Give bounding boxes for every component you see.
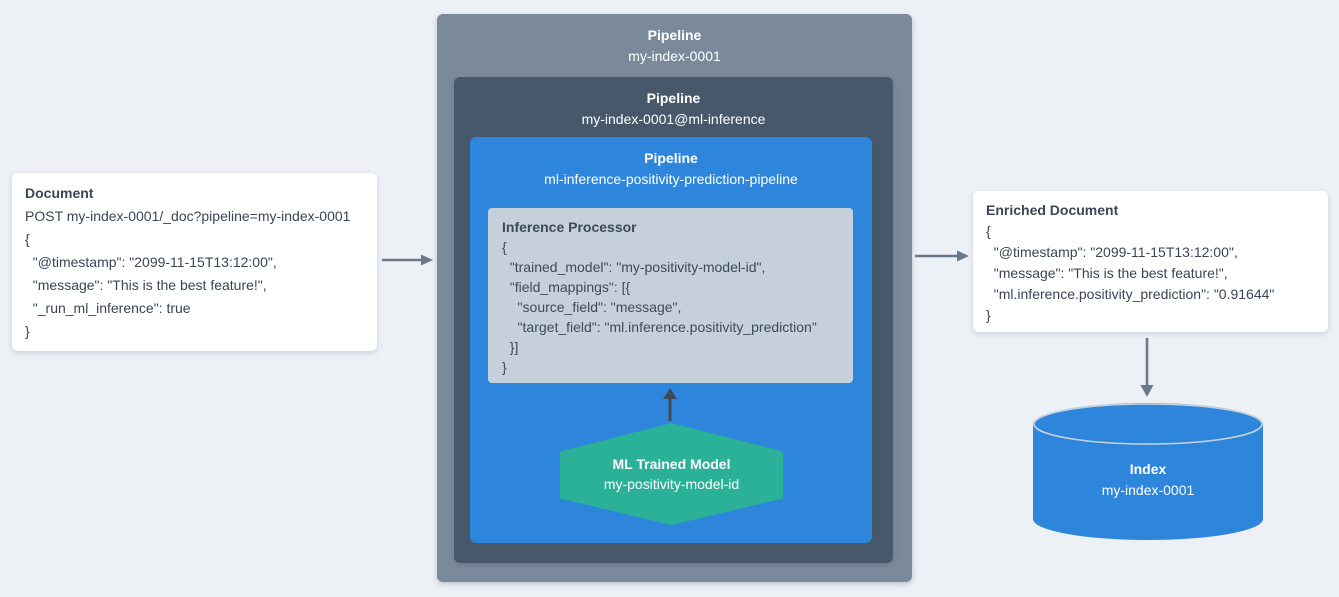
inference-processor-code: { "trained_model": "my-positivity-model-… bbox=[502, 239, 817, 375]
trained-model-title: ML Trained Model bbox=[612, 456, 731, 472]
document-title: Document bbox=[25, 185, 94, 201]
enriched-document-title: Enriched Document bbox=[986, 202, 1119, 218]
index-cylinder: Index my-index-0001 bbox=[1033, 403, 1263, 540]
arrow-right-icon bbox=[382, 254, 433, 266]
index-name: my-index-0001 bbox=[1101, 482, 1195, 498]
inference-processor-card: Inference Processor { "trained_model": "… bbox=[488, 208, 853, 383]
enriched-document-card: Enriched Document { "@timestamp": "2099-… bbox=[973, 191, 1328, 332]
arrow-up-icon bbox=[663, 388, 677, 421]
document-card: Document POST my-index-0001/_doc?pipelin… bbox=[12, 173, 377, 351]
arrow-right-icon-2 bbox=[915, 250, 969, 262]
pipeline-outer-label: Pipeline bbox=[647, 27, 702, 43]
pipeline-ml-inference-header: Pipeline my-index-0001@ml-inference bbox=[454, 77, 893, 130]
pipeline-outer-name: my-index-0001 bbox=[628, 48, 721, 64]
arrow-down-icon bbox=[1140, 338, 1154, 397]
pipeline-inference-name: ml-inference-positivity-prediction-pipel… bbox=[544, 171, 798, 187]
index-label-group: Index my-index-0001 bbox=[1033, 459, 1263, 501]
pipeline-inference-label: Pipeline bbox=[644, 150, 698, 166]
document-code: POST my-index-0001/_doc?pipeline=my-inde… bbox=[25, 208, 351, 339]
index-title: Index bbox=[1129, 461, 1167, 477]
enriched-document-code: { "@timestamp": "2099-11-15T13:12:00", "… bbox=[986, 223, 1275, 323]
cylinder-shape-icon bbox=[1033, 403, 1263, 540]
pipeline-ml-inference-label: Pipeline bbox=[646, 90, 701, 106]
inference-processor-title: Inference Processor bbox=[502, 219, 637, 235]
trained-model-name: my-positivity-model-id bbox=[603, 476, 740, 492]
pipeline-ml-inference-name: my-index-0001@ml-inference bbox=[581, 111, 766, 127]
pipeline-outer-header: Pipeline my-index-0001 bbox=[437, 14, 912, 67]
pipeline-inference-header: Pipeline ml-inference-positivity-predict… bbox=[470, 137, 872, 190]
